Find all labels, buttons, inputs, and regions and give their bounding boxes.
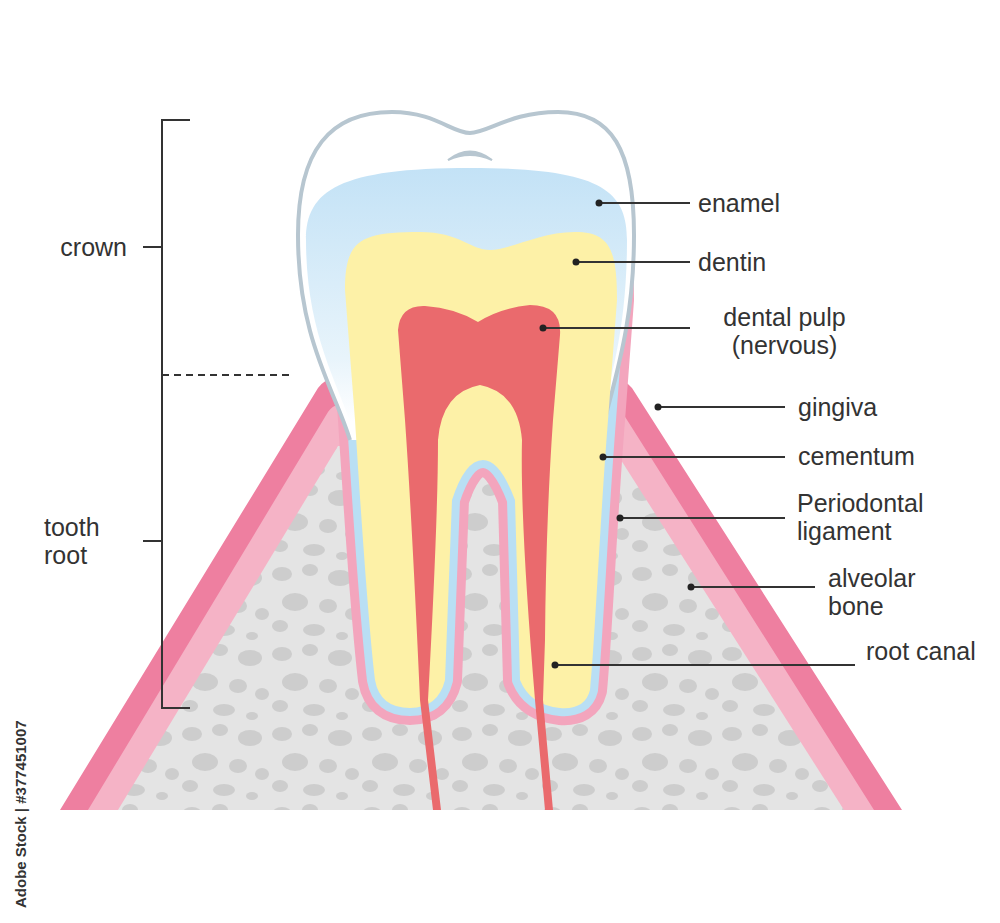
leader-line (658, 406, 785, 408)
dental-pulp (398, 305, 560, 810)
leader-line (620, 517, 785, 519)
leader-lines (540, 200, 856, 669)
part-label: enamel (698, 189, 780, 217)
periodontal-ligament (345, 232, 617, 708)
part-label: alveolar bone (828, 564, 970, 620)
leader-line (599, 202, 690, 204)
region-label: crown (20, 233, 127, 261)
part-label: root canal (866, 637, 978, 665)
leader-dot (688, 584, 695, 591)
bracket (162, 120, 190, 708)
leader-dot (655, 404, 662, 411)
part-label: gingiva (798, 393, 877, 421)
leader-dot (596, 200, 603, 207)
occlusal-groove (448, 152, 492, 161)
watermark: Adobe Stock | #377451007 (12, 720, 30, 908)
leader-dot (573, 259, 580, 266)
alveolar-bone (118, 446, 844, 810)
bracket-tick (143, 246, 162, 248)
dentin (345, 232, 617, 708)
crown-root-divider (162, 374, 292, 376)
bracket-tick (143, 540, 162, 542)
leader-line (555, 664, 855, 666)
cementum (345, 232, 617, 708)
region-label: tooth root (44, 513, 136, 569)
leader-dot (600, 454, 607, 461)
part-label: dental pulp (nervous) (692, 303, 877, 359)
leader-dot (540, 325, 547, 332)
leader-dot (552, 662, 559, 669)
leader-line (543, 327, 690, 329)
leader-line (603, 456, 785, 458)
part-label: cementum (798, 442, 915, 470)
part-label: dentin (698, 248, 766, 276)
leader-line (576, 261, 690, 263)
part-label: Periodontal ligament (797, 489, 975, 545)
leader-dot (617, 515, 624, 522)
leader-line (691, 586, 815, 588)
